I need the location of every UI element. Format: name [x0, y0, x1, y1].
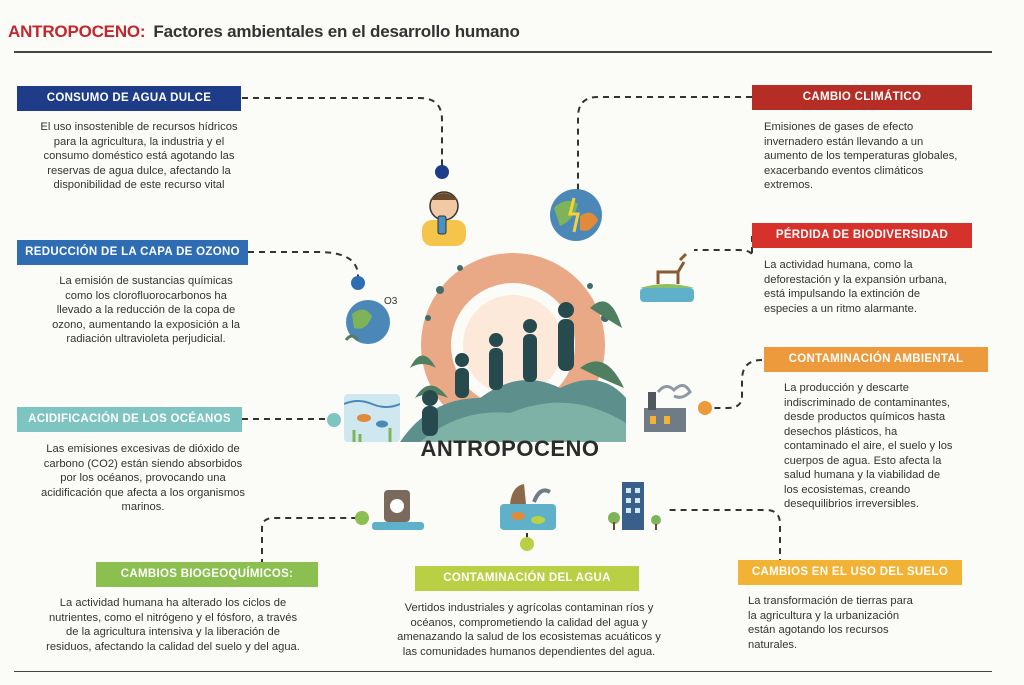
chemical-waste-icon	[372, 490, 424, 530]
factory-smoke-icon	[644, 384, 692, 432]
dot-agua-dulce	[435, 165, 449, 179]
connector-biodiversidad	[694, 236, 753, 257]
dot-oceanos	[327, 413, 341, 427]
connector-ambiental	[706, 359, 763, 409]
polluted-water-icon	[500, 484, 556, 530]
ozone-symbol: O3	[384, 296, 398, 307]
person-drinking-icon	[422, 191, 466, 246]
page-title: ANTROPOCENO: Factores ambientales en el d…	[8, 22, 520, 42]
footer-rule	[14, 671, 992, 672]
banner-biodiversidad: PÉRDIDA DE BIODIVERSIDAD	[752, 223, 972, 248]
ozone-earth-icon: O3	[344, 296, 398, 344]
connector-climatico	[577, 96, 752, 190]
dot-agua	[520, 537, 534, 551]
dot-ozono	[351, 276, 365, 290]
banner-agua-dulce: CONSUMO DE AGUA DULCE	[17, 86, 241, 111]
dot-biogeo	[355, 511, 369, 525]
deer-wetland-icon	[640, 252, 694, 302]
connector-agua-dulce	[242, 97, 443, 168]
desc-biogeoquimicos: La actividad humana ha alterado los cicl…	[46, 597, 300, 653]
anthropocene-hub-illustration	[400, 253, 626, 442]
banner-contaminacion-ambiental: CONTAMINACIÓN AMBIENTAL	[764, 347, 988, 372]
city-buildings-icon	[608, 482, 661, 530]
banner-ozono: REDUCCIÓN DE LA CAPA DE OZONO	[17, 240, 248, 265]
title-brand: ANTROPOCENO:	[8, 22, 146, 41]
header-rule	[14, 51, 992, 53]
connector-suelo	[668, 509, 781, 565]
desc-contaminacion-agua: Vertidos industriales y agrícolas contam…	[397, 602, 661, 658]
ocean-fish-icon	[344, 394, 400, 442]
banner-contaminacion-agua: CONTAMINACIÓN DEL AGUA	[415, 566, 639, 591]
banner-climatico: CAMBIO CLIMÁTICO	[752, 85, 972, 110]
banner-biogeoquimicos: CAMBIOS BIOGEOQUÍMICOS:	[96, 562, 318, 587]
connector-biogeo	[261, 517, 360, 565]
connector-ozono	[248, 251, 359, 282]
hub-label: ANTROPOCENO	[420, 436, 600, 461]
dot-ambiental	[698, 401, 712, 415]
banner-oceanos: ACIDIFICACIÓN DE LOS OCÉANOS	[17, 407, 242, 432]
climate-globe-icon	[550, 189, 602, 241]
banner-uso-suelo: CAMBIOS EN EL USO DEL SUELO	[738, 560, 962, 585]
desc-agua-dulce: El uso insostenible de recursos hídricos…	[40, 121, 238, 191]
title-subtitle: Factores ambientales en el desarrollo hu…	[153, 22, 520, 41]
